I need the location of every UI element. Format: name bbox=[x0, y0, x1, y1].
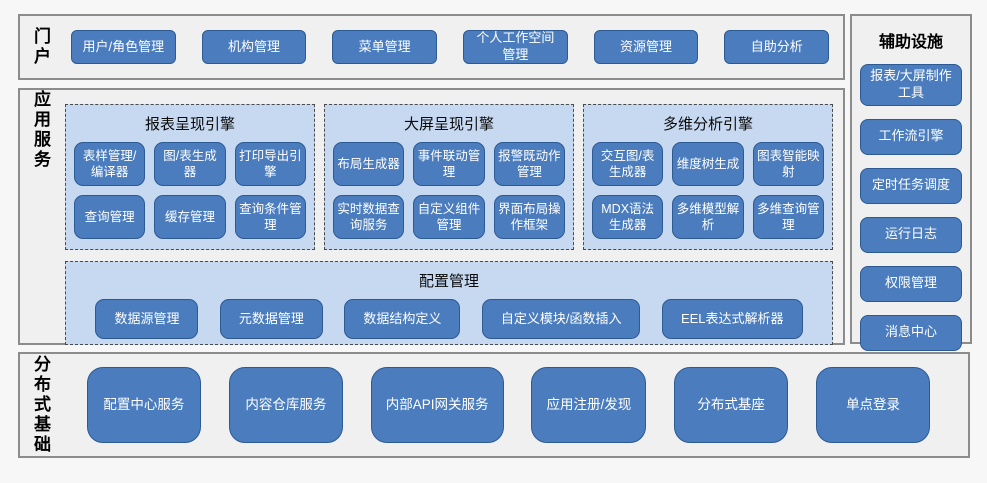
portal-section: 门户 用户/角色管理 机构管理 菜单管理 个人工作空间管理 资源管理 自助分析 bbox=[18, 14, 845, 80]
print-export-engine-node: 打印导出引擎 bbox=[234, 142, 306, 186]
app-services-content: 报表呈现引擎 表样管理/编译器 图/表生成器 打印导出引擎 查询管理 缓存管理 … bbox=[51, 90, 843, 345]
realtime-data-query-service-node: 实时数据查询服务 bbox=[333, 195, 405, 239]
ui-layout-operation-framework-node: 界面布局操作框架 bbox=[493, 195, 565, 239]
self-service-analysis-node: 自助分析 bbox=[724, 30, 830, 64]
config-center-service-node: 配置中心服务 bbox=[86, 367, 201, 443]
datasource-management-node: 数据源管理 bbox=[95, 299, 199, 339]
distributed-base-node: 分布式基座 bbox=[674, 367, 789, 443]
distributed-base-section-label: 分布式基础 bbox=[31, 355, 50, 455]
permission-management-node: 权限管理 bbox=[860, 265, 962, 302]
app-services-section: 应用服务 报表呈现引擎 表样管理/编译器 图/表生成器 打印导出引擎 查询管理 … bbox=[18, 88, 845, 345]
report-rendering-engine-group: 报表呈现引擎 表样管理/编译器 图/表生成器 打印导出引擎 查询管理 缓存管理 … bbox=[65, 104, 315, 250]
auxiliary-facilities-title: 辅助设施 bbox=[878, 34, 943, 51]
app-services-section-label: 应用服务 bbox=[31, 90, 50, 170]
olap-analysis-engine-title: 多维分析引擎 bbox=[662, 116, 753, 133]
engines-row: 报表呈现引擎 表样管理/编译器 图/表生成器 打印导出引擎 查询管理 缓存管理 … bbox=[65, 104, 833, 250]
chart-smart-mapping-node: 图表智能映射 bbox=[752, 142, 824, 186]
config-management-group: 配置管理 数据源管理 元数据管理 数据结构定义 自定义模块/函数插入 EEL表达… bbox=[65, 261, 833, 345]
distributed-buttons-row: 配置中心服务 内容仓库服务 内部API网关服务 应用注册/发现 分布式基座 单点… bbox=[59, 367, 958, 443]
distributed-base-section: 分布式基础 配置中心服务 内容仓库服务 内部API网关服务 应用注册/发现 分布… bbox=[18, 352, 970, 458]
menu-management-node: 菜单管理 bbox=[332, 30, 438, 64]
app-registration-discovery-node: 应用注册/发现 bbox=[531, 367, 647, 443]
resource-management-node: 资源管理 bbox=[593, 30, 699, 64]
message-center-node: 消息中心 bbox=[860, 314, 962, 351]
alarm-action-management-node: 报警既动作管理 bbox=[493, 142, 565, 186]
multidim-query-management-node: 多维查询管理 bbox=[752, 195, 824, 239]
custom-component-management-node: 自定义组件管理 bbox=[413, 195, 485, 239]
mdx-syntax-generator-node: MDX语法生成器 bbox=[592, 195, 664, 239]
run-log-node: 运行日志 bbox=[860, 216, 962, 253]
report-dashboard-authoring-tool-node: 报表/大屏制作工具 bbox=[860, 64, 962, 106]
chart-table-generator-node: 图/表生成器 bbox=[154, 142, 226, 186]
cache-management-node: 缓存管理 bbox=[154, 195, 226, 239]
event-linkage-management-node: 事件联动管理 bbox=[413, 142, 485, 186]
data-structure-definition-node: 数据结构定义 bbox=[344, 299, 461, 339]
report-style-management-compiler-node: 表样管理/编译器 bbox=[74, 142, 146, 186]
content-repository-service-node: 内容仓库服务 bbox=[228, 367, 343, 443]
config-management-title: 配置管理 bbox=[418, 273, 479, 290]
eel-expression-parser-node: EEL表达式解析器 bbox=[661, 299, 803, 339]
dashboard-rendering-engine-grid: 布局生成器 事件联动管理 报警既动作管理 实时数据查询服务 自定义组件管理 界面… bbox=[333, 142, 565, 239]
query-condition-management-node: 查询条件管理 bbox=[234, 195, 306, 239]
user-role-management-node: 用户/角色管理 bbox=[71, 30, 176, 64]
single-sign-on-node: 单点登录 bbox=[816, 367, 931, 443]
scheduled-task-scheduling-node: 定时任务调度 bbox=[860, 167, 962, 204]
olap-analysis-engine-grid: 交互图/表生成器 维度树生成 图表智能映射 MDX语法生成器 多维模型解析 多维… bbox=[592, 142, 824, 239]
auxiliary-facilities-section: 辅助设施 报表/大屏制作工具 工作流引擎 定时任务调度 运行日志 权限管理 消息… bbox=[850, 14, 972, 351]
report-rendering-engine-grid: 表样管理/编译器 图/表生成器 打印导出引擎 查询管理 缓存管理 查询条件管理 bbox=[74, 142, 306, 239]
multidim-model-parsing-node: 多维模型解析 bbox=[672, 195, 744, 239]
report-rendering-engine-title: 报表呈现引擎 bbox=[144, 116, 235, 133]
auxiliary-facilities-content: 辅助设施 报表/大屏制作工具 工作流引擎 定时任务调度 运行日志 权限管理 消息… bbox=[852, 16, 970, 351]
workflow-engine-node: 工作流引擎 bbox=[860, 118, 962, 155]
config-management-row: 数据源管理 元数据管理 数据结构定义 自定义模块/函数插入 EEL表达式解析器 bbox=[74, 299, 824, 339]
metadata-management-node: 元数据管理 bbox=[219, 299, 323, 339]
auxiliary-buttons-column: 报表/大屏制作工具 工作流引擎 定时任务调度 运行日志 权限管理 消息中心 bbox=[860, 64, 962, 351]
dashboard-rendering-engine-title: 大屏呈现引擎 bbox=[403, 116, 494, 133]
interactive-chart-generator-node: 交互图/表生成器 bbox=[592, 142, 664, 186]
custom-module-function-insert-node: 自定义模块/函数插入 bbox=[481, 299, 641, 339]
dimension-tree-generation-node: 维度树生成 bbox=[672, 142, 744, 186]
internal-api-gateway-service-node: 内部API网关服务 bbox=[370, 367, 504, 443]
query-management-node: 查询管理 bbox=[74, 195, 146, 239]
portal-section-label: 门户 bbox=[31, 27, 50, 67]
personal-workspace-management-node: 个人工作空间管理 bbox=[463, 30, 568, 64]
layout-generator-node: 布局生成器 bbox=[333, 142, 405, 186]
portal-buttons-row: 用户/角色管理 机构管理 菜单管理 个人工作空间管理 资源管理 自助分析 bbox=[71, 30, 830, 64]
org-management-node: 机构管理 bbox=[201, 30, 307, 64]
dashboard-rendering-engine-group: 大屏呈现引擎 布局生成器 事件联动管理 报警既动作管理 实时数据查询服务 自定义… bbox=[324, 104, 574, 250]
olap-analysis-engine-group: 多维分析引擎 交互图/表生成器 维度树生成 图表智能映射 MDX语法生成器 多维… bbox=[583, 104, 833, 250]
